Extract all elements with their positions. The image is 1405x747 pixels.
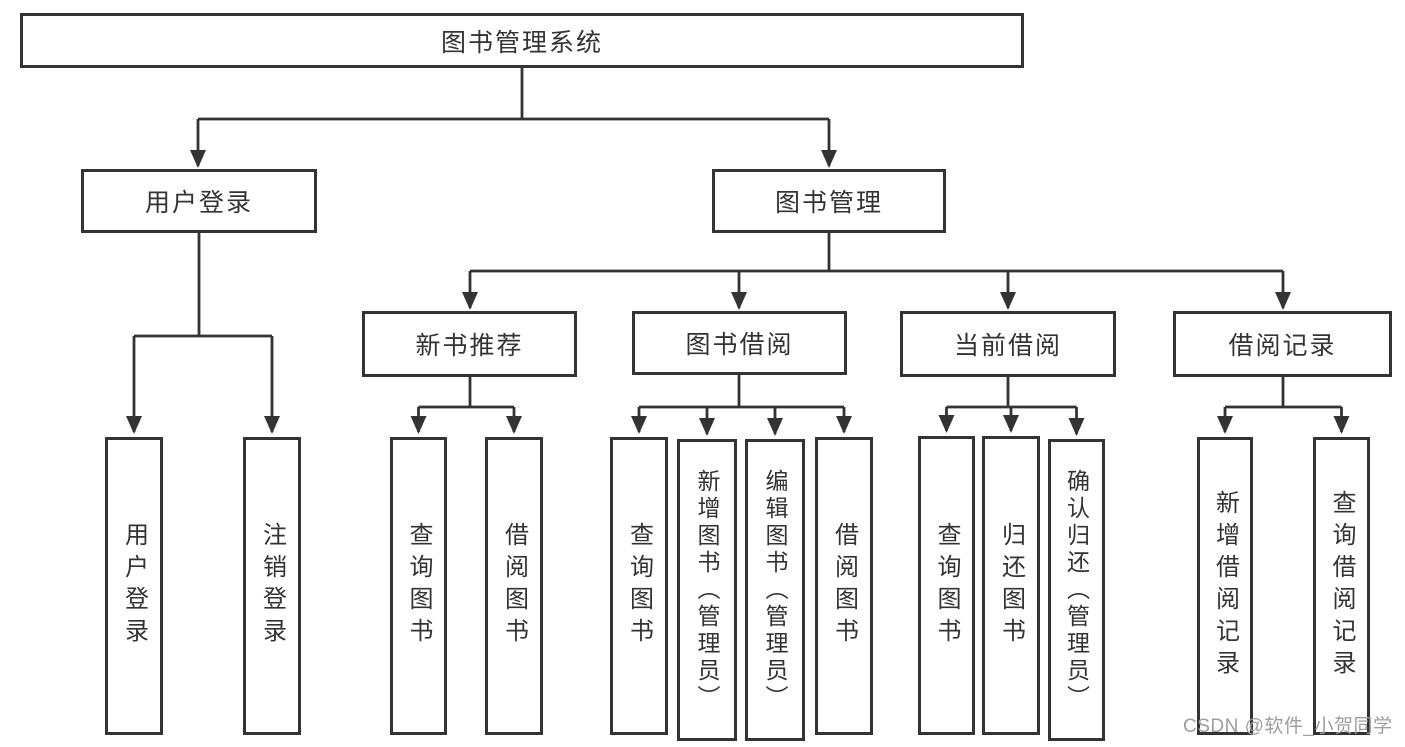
leaf-confirm-return-admin: 确认归还（管理员） — [1048, 439, 1105, 741]
leaf-add-book-admin: 新增图书（管理员） — [677, 439, 737, 741]
watermark: CSDN @软件_小贺同学 — [1183, 716, 1393, 737]
node-book-borrow: 图书借阅 — [632, 311, 847, 375]
node-book-management: 图书管理 — [712, 169, 946, 233]
leaf-query-book-recommend: 查询图书 — [390, 437, 447, 735]
node-user-login: 用户登录 — [81, 169, 317, 233]
leaf-return-book: 归还图书 — [982, 436, 1040, 735]
leaf-query-book-borrow: 查询图书 — [610, 437, 668, 735]
node-current-borrow: 当前借阅 — [900, 311, 1116, 377]
leaf-borrow-book-recommend: 借阅图书 — [485, 437, 543, 735]
node-new-book-recommend: 新书推荐 — [362, 311, 577, 377]
leaf-edit-book-admin: 编辑图书（管理员） — [745, 439, 805, 741]
leaf-query-book-current: 查询图书 — [918, 436, 975, 735]
leaf-user-login: 用户登录 — [105, 437, 163, 735]
leaf-logout: 注销登录 — [243, 437, 301, 735]
node-borrow-record: 借阅记录 — [1173, 311, 1392, 377]
leaf-add-borrow-record: 新增借阅记录 — [1197, 437, 1253, 735]
node-library-system: 图书管理系统 — [20, 13, 1024, 68]
leaf-borrow-book-borrow: 借阅图书 — [815, 437, 873, 735]
leaf-query-borrow-record: 查询借阅记录 — [1313, 437, 1370, 735]
